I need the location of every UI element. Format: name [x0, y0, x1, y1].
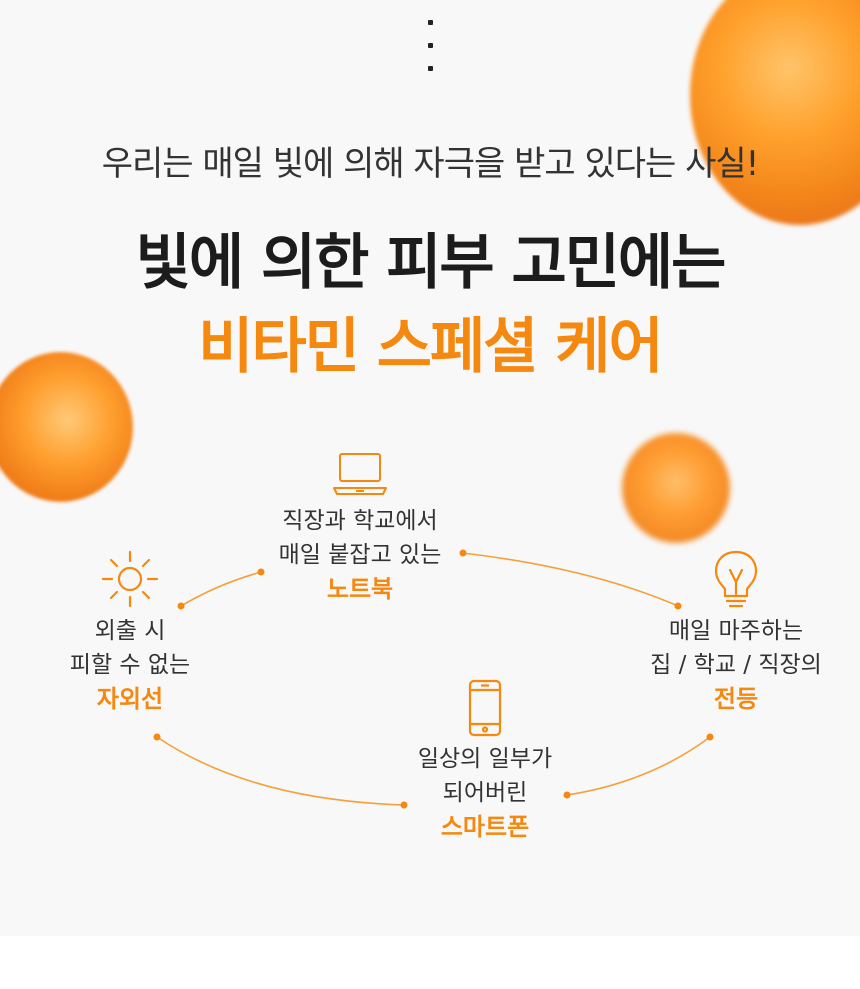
laptop-label: 노트북 — [326, 575, 394, 603]
sun-label: 자외선 — [96, 685, 164, 713]
sun-line2: 피할 수 없는 — [69, 652, 191, 678]
node-laptop: 직장과 학교에서 매일 붙잡고 있는 노트북 — [240, 450, 480, 606]
headline-accent: 비타민 스페셜 케어 — [198, 312, 663, 382]
headline: 빛에 의한 피부 고민에는 — [135, 228, 727, 298]
node-bulb: 매일 마주하는 집 / 학교 / 직장의 전등 — [636, 548, 836, 716]
phone-label: 스마트폰 — [440, 813, 530, 841]
phone-line1: 일상의 일부가 — [417, 746, 553, 772]
sun-line1: 외출 시 — [94, 618, 166, 644]
node-phone: 일상의 일부가 되어버린 스마트폰 — [385, 678, 585, 844]
laptop-icon — [333, 453, 387, 495]
orange-sphere-decoration — [622, 433, 730, 543]
connector-laptop-bulb — [462, 552, 679, 607]
sun-icon — [101, 550, 159, 608]
cycle-connector-lines — [153, 549, 714, 809]
laptop-line1: 직장과 학교에서 — [282, 508, 438, 534]
node-sun: 외출 시 피할 수 없는 자외선 — [40, 548, 220, 716]
bulb-line1: 매일 마주하는 — [668, 618, 804, 644]
lightbulb-icon — [714, 550, 758, 608]
bottom-whitespace — [0, 936, 860, 989]
smartphone-icon — [468, 679, 502, 737]
connector-bulb-phone — [566, 736, 711, 796]
intro-subtitle: 우리는 매일 빛에 의해 자극을 받고 있다는 사실! — [101, 144, 760, 184]
main-panel: 우리는 매일 빛에 의해 자극을 받고 있다는 사실! 빛에 의한 피부 고민에… — [0, 0, 860, 844]
orange-sphere-decoration — [0, 352, 133, 502]
laptop-line2: 매일 붙잡고 있는 — [278, 542, 442, 568]
connector-sun-laptop — [180, 571, 262, 607]
bulb-label: 전등 — [713, 685, 759, 713]
bulb-line2: 집 / 학교 / 직장의 — [650, 652, 822, 678]
phone-line2: 되어버린 — [442, 780, 528, 806]
connector-phone-sun — [156, 736, 405, 806]
vertical-dots-divider — [425, 20, 435, 89]
